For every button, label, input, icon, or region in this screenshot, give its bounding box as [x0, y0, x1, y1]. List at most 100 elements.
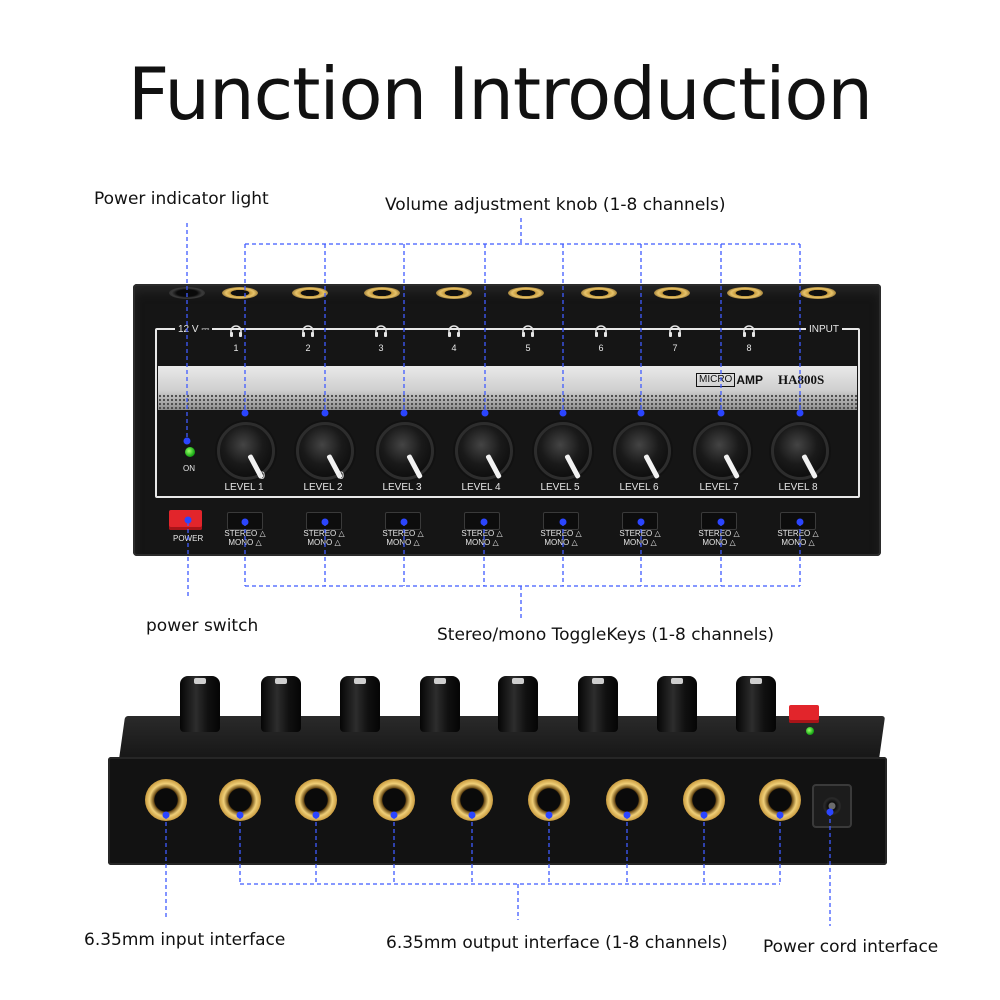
output-jack-3[interactable]: [373, 779, 415, 821]
volume-knob-3[interactable]: [376, 422, 434, 480]
callout-power-cord: Power cord interface: [763, 937, 939, 957]
callout-power-switch: power switch: [146, 616, 259, 636]
panel-frame: [155, 328, 860, 498]
volume-knob-6[interactable]: [613, 422, 671, 480]
volume-knob-7[interactable]: [693, 422, 751, 480]
channel-number: 5: [525, 343, 531, 353]
toggle-label-5: STEREO △MONO △: [540, 529, 582, 547]
channel-number: 7: [672, 343, 678, 353]
brand-logo: MICRO AMP: [696, 373, 763, 387]
toggle-stereo-text: STEREO: [461, 529, 495, 538]
channel-number: 8: [746, 343, 752, 353]
top-output-jack-5: [508, 287, 544, 299]
level-label-4: LEVEL 4: [461, 482, 501, 493]
top-input-jack: [800, 287, 836, 299]
stereo-mono-toggle-6[interactable]: [622, 512, 658, 530]
headphone-icon: [595, 325, 607, 337]
on-label: ON: [183, 464, 195, 473]
top-output-jack-6: [581, 287, 617, 299]
output-jack-4[interactable]: [451, 779, 493, 821]
volume-knob-1[interactable]: [217, 422, 275, 480]
toggle-stereo-text: STEREO: [224, 529, 258, 538]
output-jack-6[interactable]: [606, 779, 648, 821]
headphone-icon: [375, 325, 387, 337]
model-name: HA800S: [778, 372, 825, 387]
level-label-8: LEVEL 8: [778, 482, 818, 493]
power-label: POWER: [173, 534, 204, 543]
power-indicator-led: [185, 447, 195, 457]
channel-number: 1: [233, 343, 239, 353]
output-jack-5[interactable]: [528, 779, 570, 821]
headphone-icon: [302, 325, 314, 337]
brand-micro: MICRO: [696, 373, 736, 387]
stereo-mono-toggle-4[interactable]: [464, 512, 500, 530]
input-label: INPUT: [806, 324, 842, 335]
headphone-icon: [522, 325, 534, 337]
toggle-stereo-text: STEREO: [777, 529, 811, 538]
back-knob-4: [420, 676, 460, 732]
power-cord-jack[interactable]: [812, 784, 852, 828]
level-label-1: LEVEL 1: [224, 482, 264, 493]
toggle-mono-text: MONO: [781, 538, 807, 547]
toggle-label-8: STEREO △MONO △: [777, 529, 819, 547]
toggle-label-2: STEREO △MONO △: [303, 529, 345, 547]
stereo-mono-toggle-2[interactable]: [306, 512, 342, 530]
toggle-stereo-text: STEREO: [698, 529, 732, 538]
toggle-label-7: STEREO △MONO △: [698, 529, 740, 547]
stereo-mono-toggle-7[interactable]: [701, 512, 737, 530]
toggle-mono-text: MONO: [386, 538, 412, 547]
volume-knob-5[interactable]: [534, 422, 592, 480]
output-jack-1[interactable]: [219, 779, 261, 821]
top-output-jack-1: [222, 287, 258, 299]
back-knob-3: [340, 676, 380, 732]
callout-input-interface: 6.35mm input interface: [84, 930, 286, 950]
headphone-icon: [230, 325, 242, 337]
toggle-stereo-text: STEREO: [382, 529, 416, 538]
page-title: Function Introduction: [127, 52, 873, 136]
output-jack-8[interactable]: [759, 779, 801, 821]
volume-knob-2[interactable]: [296, 422, 354, 480]
toggle-mono-text: MONO: [465, 538, 491, 547]
voltage-label: 12 V ⎓: [175, 324, 213, 335]
toggle-label-1: STEREO △MONO △: [224, 529, 266, 547]
brand-amp: AMP: [736, 373, 764, 387]
toggle-stereo-text: STEREO: [540, 529, 574, 538]
stereo-mono-toggle-1[interactable]: [227, 512, 263, 530]
toggle-mono-text: MONO: [702, 538, 728, 547]
back-knob-2: [261, 676, 301, 732]
toggle-mono-text: MONO: [228, 538, 254, 547]
headphone-icon: [669, 325, 681, 337]
callout-power-indicator: Power indicator light: [94, 189, 269, 209]
toggle-label-4: STEREO △MONO △: [461, 529, 503, 547]
stereo-mono-toggle-8[interactable]: [780, 512, 816, 530]
back-knob-7: [657, 676, 697, 732]
volume-knob-4[interactable]: [455, 422, 513, 480]
volume-knob-8[interactable]: [771, 422, 829, 480]
level-label-7: LEVEL 7: [699, 482, 739, 493]
callout-toggle-keys: Stereo/mono ToggleKeys (1-8 channels): [437, 625, 774, 645]
channel-number: 2: [305, 343, 311, 353]
back-knob-8: [736, 676, 776, 732]
stereo-mono-toggle-5[interactable]: [543, 512, 579, 530]
output-jack-2[interactable]: [295, 779, 337, 821]
stereo-mono-toggle-3[interactable]: [385, 512, 421, 530]
level-label-6: LEVEL 6: [619, 482, 659, 493]
toggle-stereo-text: STEREO: [303, 529, 337, 538]
top-output-jack-3: [364, 287, 400, 299]
output-jack-7[interactable]: [683, 779, 725, 821]
toggle-mono-text: MONO: [544, 538, 570, 547]
level-label-5: LEVEL 5: [540, 482, 580, 493]
toggle-mono-text: MONO: [623, 538, 649, 547]
back-knob-1: [180, 676, 220, 732]
input-jack[interactable]: [145, 779, 187, 821]
power-switch-button[interactable]: [169, 510, 202, 530]
headphone-icon: [743, 325, 755, 337]
stripe-pattern: [158, 394, 857, 410]
back-power-switch: [789, 705, 819, 723]
top-output-jack-7: [654, 287, 690, 299]
headphone-icon: [448, 325, 460, 337]
toggle-stereo-text: STEREO: [619, 529, 653, 538]
top-output-jack-8: [727, 287, 763, 299]
level-label-3: LEVEL 3: [382, 482, 422, 493]
dc-jack-top: [169, 287, 205, 299]
